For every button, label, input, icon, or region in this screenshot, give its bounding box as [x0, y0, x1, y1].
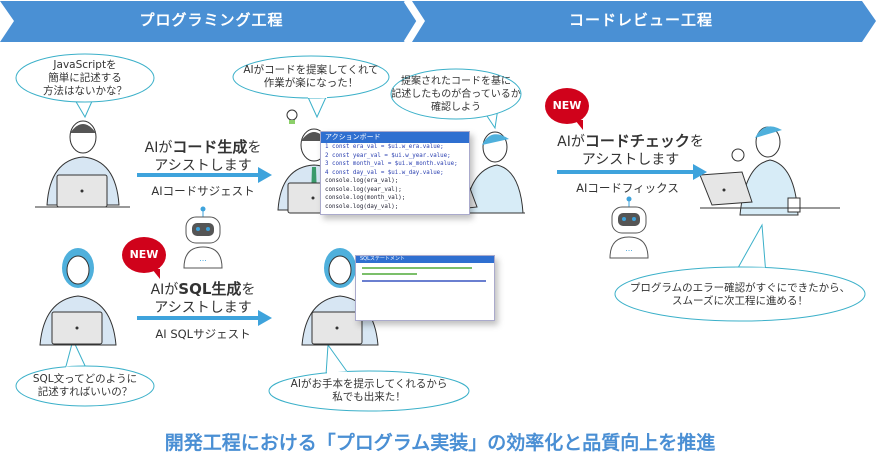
code-window-title: アクションボード	[321, 132, 469, 143]
arrow-sql-generation	[137, 310, 272, 326]
ai-robot-icon-2: ...	[609, 196, 649, 259]
speech-bubble-sql-question: SQL文ってどのように記述すればいいの？	[15, 338, 155, 408]
developer-thinking-illustration	[35, 120, 130, 208]
footer-headline: 開発工程における「プログラム実装」の効率化と品質向上を推進	[164, 432, 716, 454]
svg-text:...: ...	[625, 244, 633, 253]
phase-label-review: コードレビュー工程	[568, 11, 713, 29]
code-suggest-window: アクションボード 1 const era_val = $ui.w_era.val…	[320, 131, 470, 215]
arrow-code-generation	[137, 167, 272, 183]
phase-banners	[0, 0, 876, 43]
developer-ok-gesture-illustration	[700, 126, 840, 216]
phase-banner-programming	[0, 1, 418, 42]
speech-bubble-confirm: 提案されたコードを基に記述したものが合っているか確認しよう	[390, 68, 522, 130]
sql-window-title: SQLステートメント	[356, 256, 494, 263]
arrow-code-check	[557, 164, 707, 180]
speech-bubble-sql-done: AIがお手本を提示してくれるから私でも出来た！	[268, 343, 470, 413]
new-badge-code-check: NEW	[545, 88, 589, 130]
feature-sql-generation: AIがSQL生成を アシストします	[150, 280, 256, 316]
phase-label-programming: プログラミング工程	[139, 11, 284, 29]
feature-name-code-fix: AIコードフィックス	[576, 181, 679, 195]
feature-name-code-suggest: AIコードサジェスト	[151, 184, 255, 198]
sql-suggest-window: SQLステートメント	[355, 255, 495, 321]
feature-code-generation: AIがコード生成を アシストします	[144, 138, 262, 174]
feature-name-sql-suggest: AI SQLサジェスト	[155, 327, 251, 341]
speech-bubble-js-question: JavaScriptを簡単に記述する方法はないかな？	[15, 52, 155, 119]
phase-banner-review	[412, 1, 876, 42]
svg-text:...: ...	[199, 254, 207, 263]
feature-code-check: AIがコードチェックを アシストします	[557, 132, 704, 168]
new-badge-sql: NEW	[122, 237, 166, 279]
speech-bubble-ai-suggest: AIがコードを提案してくれて作業が楽になった！	[232, 55, 390, 120]
developer-reviewing-illustration	[425, 131, 525, 214]
developer-woman-thinking-illustration	[39, 248, 117, 346]
speech-bubble-error-check: プログラムのエラー確認がすぐにできたから、スムーズに次工程に進める！	[614, 223, 866, 323]
ai-robot-icon: ...	[183, 206, 223, 269]
